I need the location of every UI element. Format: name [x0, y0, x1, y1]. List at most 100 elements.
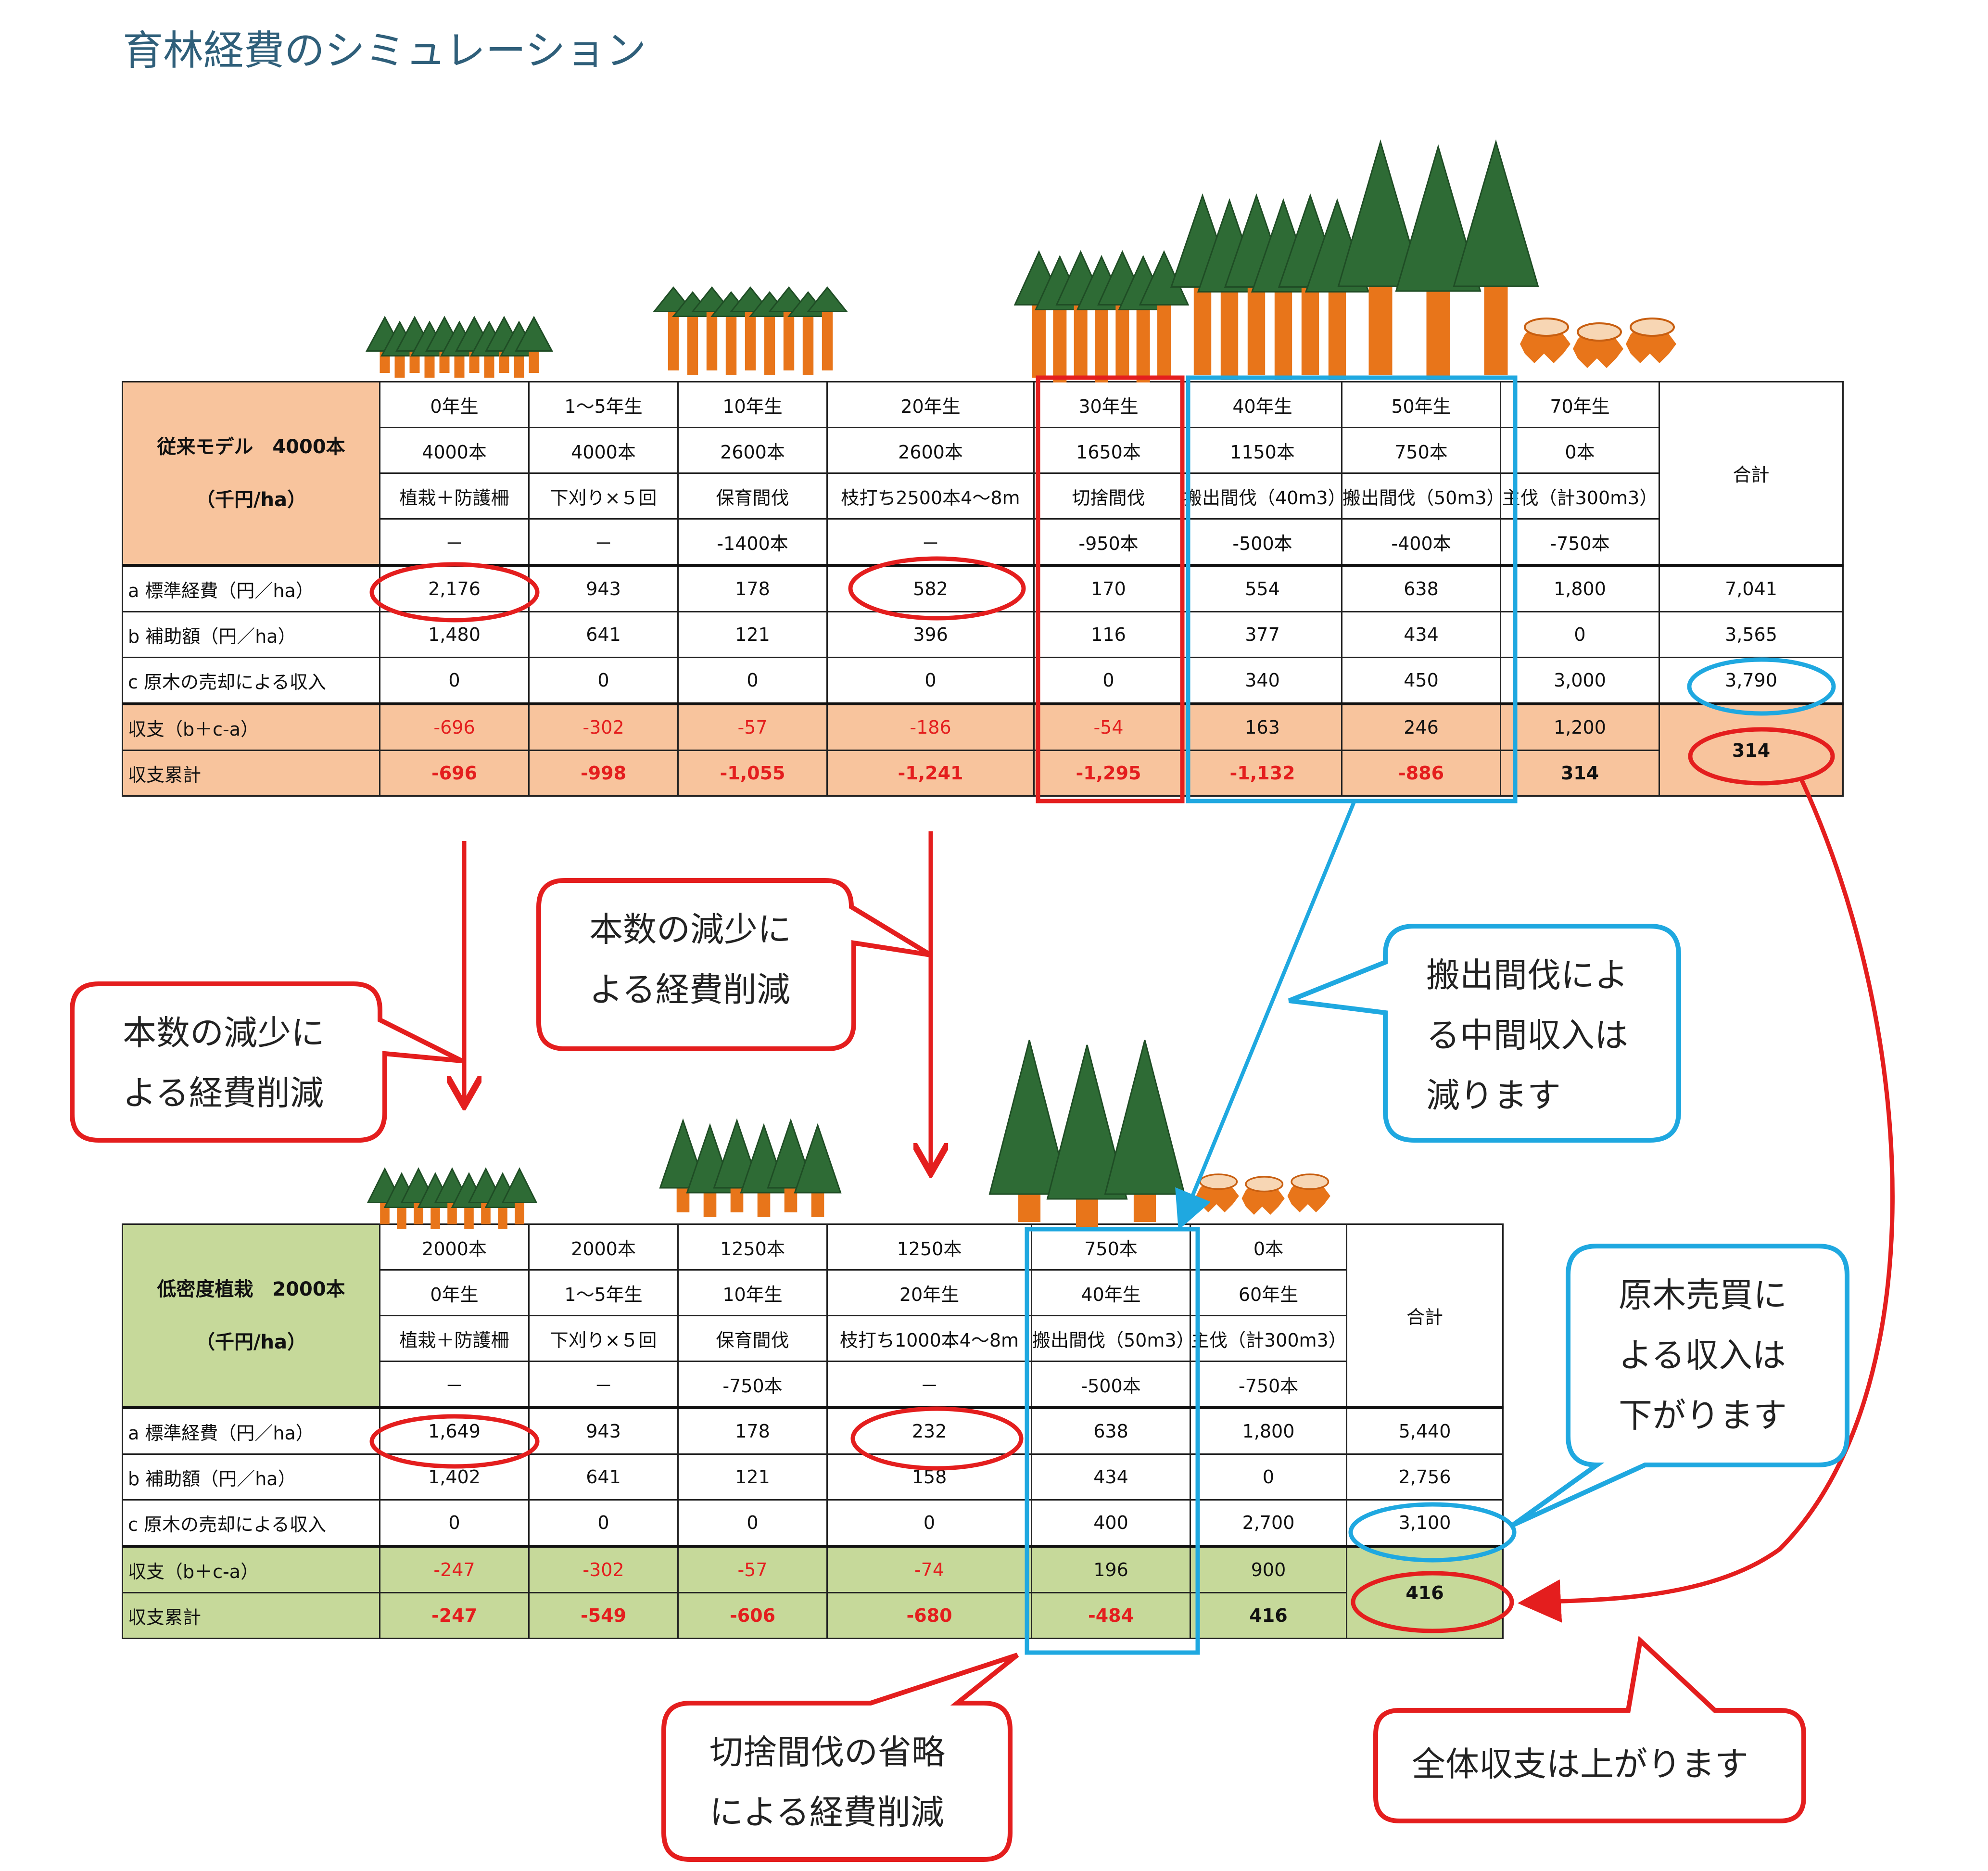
header-cell: 0年生 — [379, 381, 530, 428]
tree-group-icon — [659, 1118, 842, 1217]
tree-group-icon — [1170, 193, 1370, 380]
header-cell: 保育間伐 — [677, 472, 828, 520]
value-cell: 943 — [528, 564, 679, 612]
header-cell: 1～5年生 — [528, 381, 679, 428]
header-cell: － — [379, 1361, 530, 1409]
header-cell: 20年生 — [826, 381, 1035, 428]
value-cell: 1,800 — [1190, 1406, 1347, 1455]
value-cell: 0 — [677, 657, 828, 705]
tree-group-icon — [367, 1040, 1186, 1229]
value-cell: 0 — [528, 1499, 679, 1547]
callout-line: 本数の減少に — [123, 1013, 325, 1053]
header-cell: 60年生 — [1190, 1269, 1347, 1316]
header-cell: 40年生 — [1182, 381, 1342, 428]
header-row-cut: － － -750本 － -500本 -750本 — [123, 1361, 1503, 1409]
value-cell: 178 — [677, 1406, 828, 1455]
header-cell: 30年生 — [1033, 381, 1184, 428]
row-subsidy: b 補助額（円／ha） 1,402 641 121 158 434 0 2,75… — [122, 1453, 1504, 1501]
total-cell: 5,440 — [1346, 1406, 1504, 1455]
ellipse-highlight — [1351, 1571, 1514, 1633]
callout-overall: 全体収支は上がります — [1412, 1734, 1748, 1795]
value-cell: 641 — [528, 611, 679, 658]
value-cell: -696 — [379, 750, 530, 797]
callout-bubble — [661, 1653, 1019, 1862]
row-label: c 原木の売却による収入 — [122, 1499, 380, 1547]
header-cell: 枝打ち2500本4～8m — [826, 472, 1035, 520]
callout-mid-income: 搬出間伐によ る中間収入は 減ります — [1426, 945, 1628, 1126]
header-cell: 10年生 — [677, 381, 828, 428]
value-cell: -680 — [826, 1592, 1032, 1639]
value-cell: -57 — [677, 1545, 828, 1593]
tree-group-icon — [365, 139, 1539, 382]
value-cell: 377 — [1182, 611, 1342, 658]
total-header: 合計 — [1659, 381, 1844, 566]
header-cell: － — [379, 518, 530, 566]
value-cell: 196 — [1031, 1545, 1191, 1593]
low-density-table: 低密度植栽 2000本 （千円/ha） 2000本 2000本 1250本 12… — [122, 1223, 1504, 1639]
value-cell: -1,132 — [1182, 750, 1342, 797]
traditional-model-table: 従来モデル 4000本 （千円/ha） 0年生 1～5年生 10年生 20年生 … — [122, 381, 1844, 797]
value-cell: 246 — [1341, 702, 1501, 751]
value-cell: -606 — [677, 1592, 828, 1639]
grand-total-cell: 314 — [1659, 702, 1844, 797]
value-cell: 163 — [1182, 702, 1342, 751]
header-cell: 70年生 — [1500, 381, 1660, 428]
row-label: 収支累計 — [122, 750, 380, 797]
value-cell: 178 — [677, 564, 828, 612]
row-label: a 標準経費（円／ha） — [122, 564, 380, 612]
header-cell: 搬出間伐（50m3） — [1341, 472, 1501, 520]
value-cell: -74 — [826, 1545, 1032, 1593]
value-cell: 0 — [1500, 611, 1660, 658]
header-row-trees: 4000本 4000本 2600本 2600本 1650本 1150本 750本… — [123, 427, 1843, 474]
header-cell: -1400本 — [677, 518, 828, 566]
header-cell: 1150本 — [1182, 427, 1342, 474]
value-cell: 314 — [1500, 750, 1660, 797]
value-cell: 170 — [1033, 564, 1184, 612]
callout-center-reduction: 本数の減少に よる経費削減 — [589, 900, 791, 1020]
unit-label: （千円/ha） — [195, 488, 307, 511]
ellipse-highlight — [1687, 657, 1836, 716]
callout-skip-thinning: 切捨間伐の省略 による経費削減 — [709, 1722, 945, 1843]
header-cell: 2000本 — [528, 1223, 679, 1271]
callout-line: 減ります — [1426, 1076, 1561, 1115]
callout-line: よる経費削減 — [123, 1073, 324, 1113]
highlight-thinning-income-columns — [1186, 375, 1518, 803]
model-name: 従来モデル 4000本 — [157, 435, 345, 458]
arrow-icon — [1175, 801, 1356, 1231]
value-cell: 0 — [826, 657, 1035, 705]
value-cell: 638 — [1031, 1406, 1191, 1455]
callout-line: 本数の減少に — [589, 910, 791, 949]
header-cell: -500本 — [1182, 518, 1342, 566]
value-cell: 0 — [1033, 657, 1184, 705]
log-stumps-icon — [1196, 1173, 1330, 1215]
header-cell: 主伐（計300m3） — [1500, 472, 1660, 520]
total-cell: 2,756 — [1346, 1453, 1504, 1501]
header-row-age: 従来モデル 4000本 （千円/ha） 0年生 1～5年生 10年生 20年生 … — [122, 381, 1844, 566]
header-row-cut: － － -1400本 － -950本 -500本 -400本 -750本 — [123, 518, 1843, 566]
value-cell: -1,241 — [826, 750, 1035, 797]
callout-line: 全体収支は上がります — [1412, 1744, 1748, 1784]
value-cell: 0 — [528, 657, 679, 705]
ellipse-highlight — [369, 1414, 540, 1469]
callout-line: 切捨間伐の省略 — [709, 1732, 945, 1772]
row-label: a 標準経費（円／ha） — [122, 1406, 380, 1455]
row-standard-cost: a 標準経費（円／ha） 1,649 943 178 232 638 1,800… — [122, 1406, 1504, 1455]
ellipse-highlight — [1688, 727, 1835, 786]
highlight-30yr-column — [1036, 375, 1185, 803]
value-cell: -549 — [528, 1592, 679, 1639]
value-cell: 450 — [1341, 657, 1501, 705]
header-cell: 1650本 — [1033, 427, 1184, 474]
row-label: 収支累計 — [122, 1592, 380, 1639]
value-cell: 400 — [1031, 1499, 1191, 1547]
callout-bubble — [1288, 924, 1681, 1143]
value-cell: 416 — [1190, 1592, 1347, 1639]
value-cell: -886 — [1341, 750, 1501, 797]
value-cell: 116 — [1033, 611, 1184, 658]
header-cell: 1～5年生 — [528, 1269, 679, 1316]
header-cell: 2600本 — [677, 427, 828, 474]
tree-group-icon — [988, 1040, 1186, 1227]
callout-bubble — [1511, 1244, 1849, 1527]
ellipse-highlight — [850, 1406, 1024, 1471]
value-cell: 554 — [1182, 564, 1342, 612]
